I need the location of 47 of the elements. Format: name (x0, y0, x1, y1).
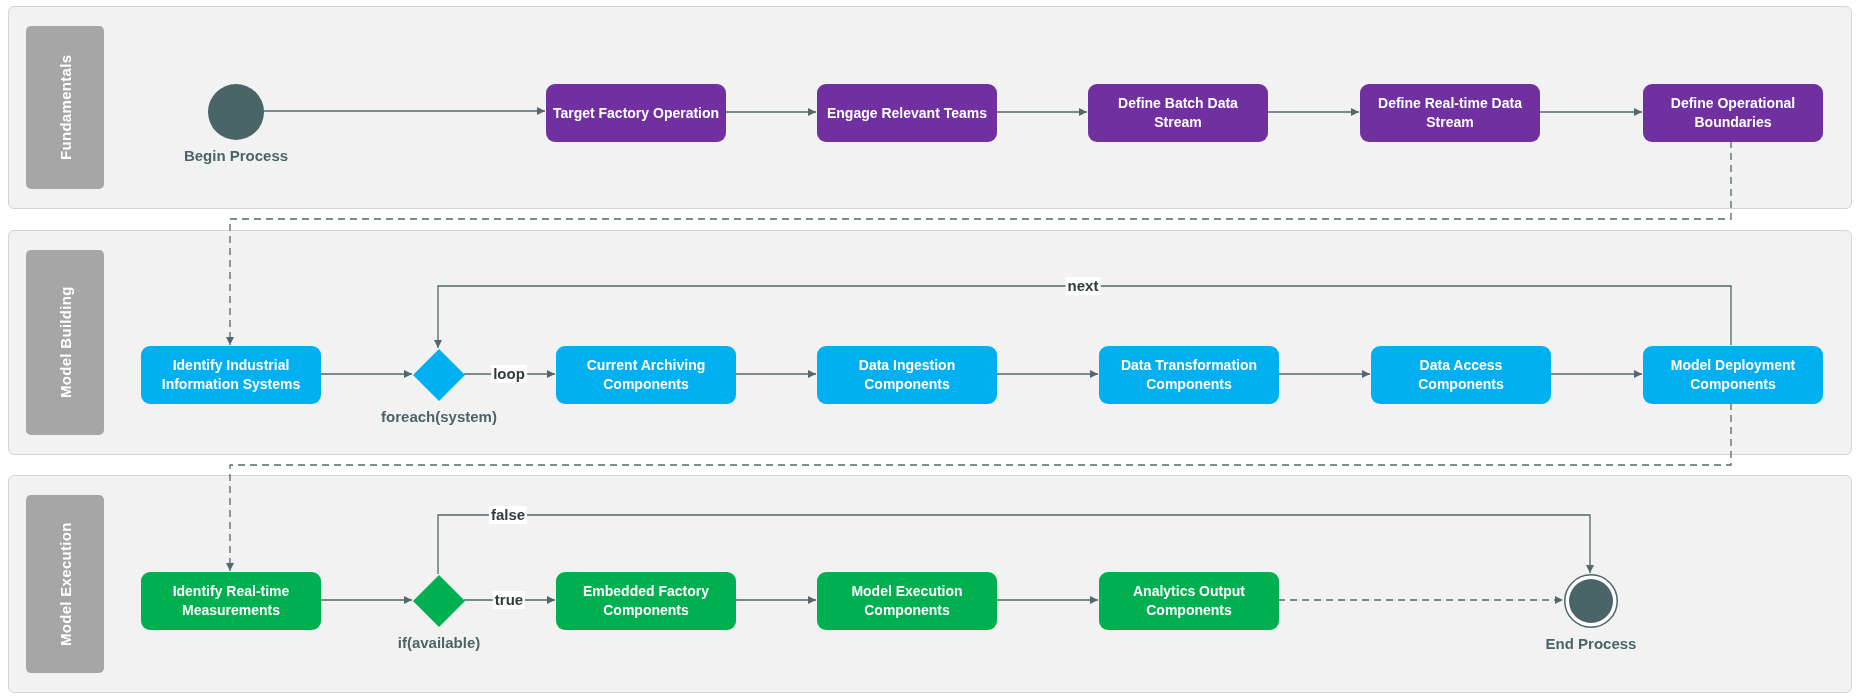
swimlane (8, 475, 1852, 693)
node-caption: End Process (1545, 635, 1637, 652)
arrow (1538, 108, 1643, 116)
process-box: Define Operational Boundaries (1643, 84, 1823, 142)
process-box: Engage Relevant Teams (817, 84, 997, 142)
arrow (734, 596, 817, 604)
lane-header: Fundamentals (26, 26, 104, 189)
arrow (1277, 596, 1564, 604)
arrow (319, 596, 413, 604)
arrow (226, 140, 1732, 346)
process-box: Identify Real-time Measurements (141, 572, 321, 630)
swimlane (8, 6, 1852, 209)
arrow (1549, 370, 1643, 378)
edge-label: next (1065, 277, 1101, 295)
process-box: Target Factory Operation (546, 84, 726, 142)
node-caption: if(available) (397, 634, 481, 651)
lane-header: Model Building (26, 250, 104, 435)
process-box: Model Execution Components (817, 572, 997, 630)
node-caption: foreach(system) (381, 408, 497, 425)
arrow (434, 285, 1732, 349)
arrow (262, 107, 546, 115)
swimlane (8, 230, 1852, 455)
process-box: Model Deployment Components (1643, 346, 1823, 404)
arrow (319, 370, 413, 378)
process-box: Data Ingestion Components (817, 346, 997, 404)
lane-header: Model Execution (26, 495, 104, 673)
arrow (734, 370, 817, 378)
process-box: Define Batch Data Stream (1088, 84, 1268, 142)
process-box: Embedded Factory Components (556, 572, 736, 630)
arrow (1266, 108, 1360, 116)
edge-label: false (488, 506, 528, 524)
process-box: Data Access Components (1371, 346, 1551, 404)
node-caption: Begin Process (183, 147, 289, 164)
arrow (995, 108, 1088, 116)
arrow (437, 514, 1594, 575)
process-box: Identify Industrial Information Systems (141, 346, 321, 404)
arrow (995, 596, 1099, 604)
process-box: Analytics Output Components (1099, 572, 1279, 630)
arrow (724, 108, 817, 116)
process-box: Data Transformation Components (1099, 346, 1279, 404)
process-box: Define Real-time Data Stream (1360, 84, 1540, 142)
process-box: Current Archiving Components (556, 346, 736, 404)
arrow (995, 370, 1099, 378)
edge-label: loop (491, 365, 527, 383)
edge-label: true (492, 591, 526, 609)
arrow (226, 402, 1732, 572)
arrow (1277, 370, 1371, 378)
